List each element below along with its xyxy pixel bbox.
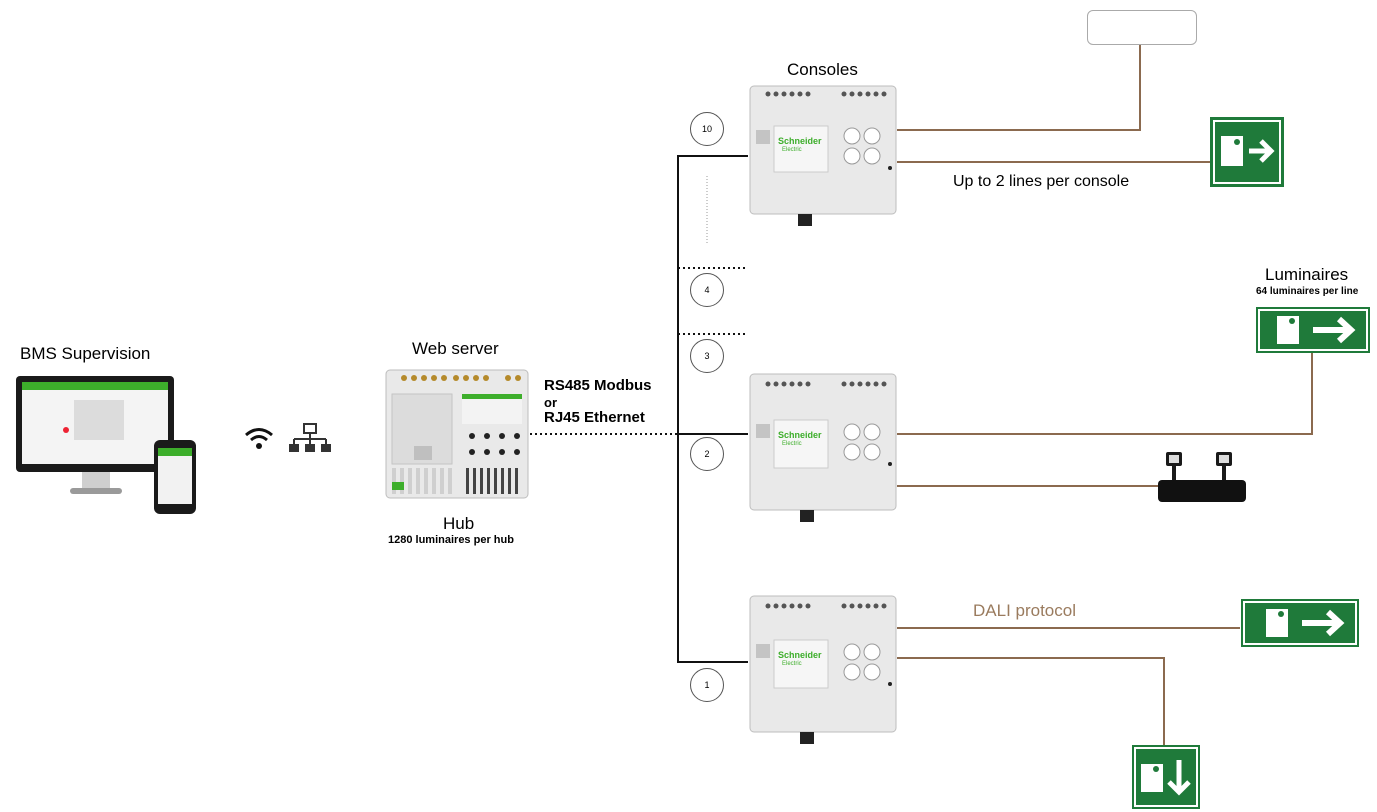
console-device-1: Schneider Electric — [748, 594, 898, 746]
bms-monitor-icon — [16, 376, 196, 514]
console-number-badge: 10 — [690, 112, 724, 146]
projector-luminaire-icon — [1158, 452, 1246, 502]
luminaires-label: Luminaires — [1265, 265, 1349, 284]
hub-label: Hub — [443, 514, 475, 533]
console-number-badge: 1 — [690, 668, 724, 702]
bus-line — [677, 155, 748, 663]
console-brand: Schneider — [778, 136, 822, 146]
network-icon — [289, 423, 331, 452]
protocol-rj45-label: RJ45 Ethernet — [544, 409, 645, 426]
console-body-icon — [749, 595, 897, 744]
console-number-badge: 3 — [690, 339, 724, 373]
consoles-label: Consoles — [787, 60, 858, 79]
console-brand-sub: Electric — [782, 147, 802, 153]
lines-per-console-label: Up to 2 lines per console — [953, 173, 1130, 190]
wifi-icon — [245, 428, 273, 449]
exit-sign-icon — [1256, 307, 1370, 353]
console-brand-sub: Electric — [782, 661, 802, 667]
line-to-luminaire — [897, 351, 1313, 435]
console-device-2: Schneider Electric — [748, 372, 898, 524]
console-brand: Schneider — [778, 650, 822, 660]
exit-sign-icon — [1210, 117, 1284, 187]
console-brand: Schneider — [778, 430, 822, 440]
protocol-or-label: or — [544, 395, 557, 410]
console-brand-sub: Electric — [782, 441, 802, 447]
dali-protocol-label: DALI protocol — [973, 601, 1076, 620]
exit-sign-icon — [1241, 599, 1359, 647]
hub-device-icon — [385, 369, 529, 499]
protocol-rs485-label: RS485 Modbus — [544, 377, 652, 394]
console-body-icon — [749, 85, 897, 226]
console-number-badge: 4 — [690, 273, 724, 307]
console-number-badge: 2 — [690, 437, 724, 471]
console-body-icon — [749, 373, 897, 522]
hub-capacity-label: 1280 luminaires per hub — [388, 534, 514, 546]
exit-sign-icon — [1132, 745, 1200, 809]
web-server-label: Web server — [412, 339, 499, 358]
line-to-box — [897, 43, 1141, 131]
bms-label: BMS Supervision — [20, 344, 151, 363]
luminaires-per-line-label: 64 luminaires per line — [1256, 286, 1359, 297]
console-device-10: Schneider Electric — [748, 84, 898, 226]
empty-device-box — [1087, 10, 1197, 45]
line-to-exit-down — [897, 657, 1165, 745]
